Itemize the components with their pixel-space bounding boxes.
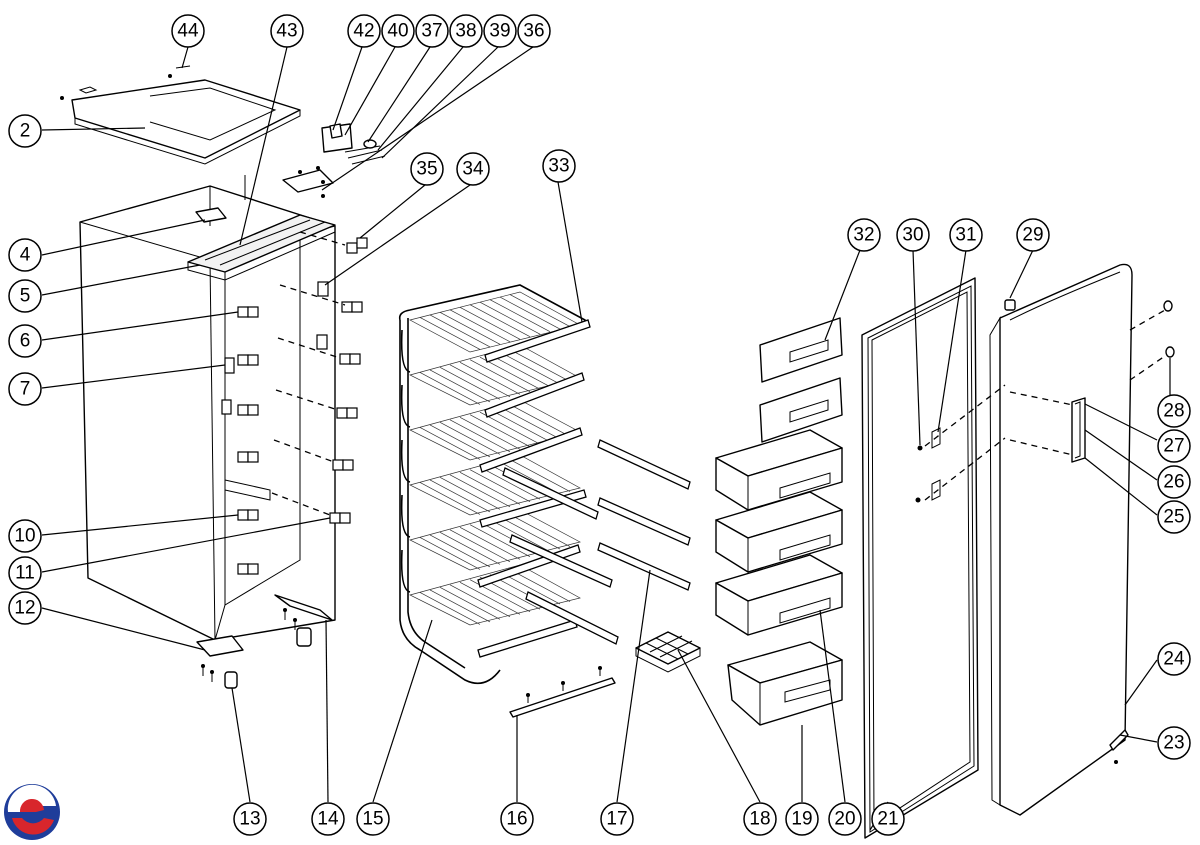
callout-25: 25: [1157, 500, 1191, 534]
callout-27: 27: [1157, 429, 1191, 463]
svg-text:13: 13: [239, 809, 260, 830]
svg-text:7: 7: [20, 379, 31, 400]
svg-text:10: 10: [14, 526, 35, 547]
svg-text:6: 6: [20, 331, 31, 352]
callout-29: 29: [1016, 218, 1050, 252]
callout-35: 35: [410, 152, 444, 186]
evaporator-shelf-rack: [398, 284, 691, 685]
svg-text:37: 37: [421, 21, 442, 42]
top-cover: [60, 65, 301, 165]
svg-text:24: 24: [1163, 649, 1185, 670]
callout-32: 32: [847, 218, 881, 252]
svg-text:42: 42: [353, 21, 374, 42]
svg-text:30: 30: [902, 225, 923, 246]
svg-text:44: 44: [177, 21, 199, 42]
callout-26: 26: [1157, 465, 1191, 499]
callout-16: 16: [500, 802, 534, 836]
svg-text:17: 17: [606, 809, 627, 830]
svg-text:20: 20: [834, 809, 855, 830]
svg-text:28: 28: [1163, 401, 1184, 422]
svg-text:32: 32: [853, 225, 874, 246]
svg-text:25: 25: [1163, 507, 1184, 528]
svg-text:38: 38: [455, 21, 476, 42]
svg-text:16: 16: [506, 809, 527, 830]
door-gasket: [861, 277, 979, 839]
callout-31: 31: [949, 218, 983, 252]
callout-28: 28: [1157, 394, 1191, 428]
callout-5: 5: [8, 279, 42, 313]
svg-text:5: 5: [20, 286, 31, 307]
svg-text:43: 43: [276, 21, 297, 42]
callout-36: 36: [517, 14, 551, 48]
svg-text:4: 4: [20, 245, 31, 266]
callout-2: 2: [8, 114, 42, 148]
bottom-trim-bar: [509, 666, 616, 718]
callout-39: 39: [483, 14, 517, 48]
svg-text:36: 36: [523, 21, 544, 42]
door-assembly-guides: [924, 309, 1166, 501]
callout-21: 21: [871, 802, 905, 836]
svg-text:2: 2: [20, 121, 31, 142]
svg-text:40: 40: [387, 21, 408, 42]
drawers-and-flaps: [715, 317, 843, 726]
svg-text:26: 26: [1163, 472, 1184, 493]
callout-44: 44: [171, 14, 205, 48]
ice-cube-tray: [635, 631, 701, 673]
svg-text:21: 21: [877, 809, 898, 830]
svg-text:27: 27: [1163, 436, 1184, 457]
callout-15: 15: [356, 802, 390, 836]
shelf-clips: [221, 231, 368, 575]
callout-43: 43: [270, 14, 304, 48]
callout-23: 23: [1157, 726, 1191, 760]
callout-20: 20: [828, 802, 862, 836]
svg-text:31: 31: [955, 225, 976, 246]
callout-6: 6: [8, 324, 42, 358]
callout-12: 12: [8, 591, 42, 625]
callout-17: 17: [600, 802, 634, 836]
svg-text:39: 39: [489, 21, 510, 42]
svg-text:35: 35: [416, 159, 437, 180]
svg-text:15: 15: [362, 809, 383, 830]
callout-24: 24: [1157, 642, 1191, 676]
callout-30: 30: [896, 218, 930, 252]
svg-text:19: 19: [791, 809, 812, 830]
svg-text:23: 23: [1163, 733, 1184, 754]
callout-18: 18: [743, 802, 777, 836]
callout-37: 37: [415, 14, 449, 48]
svg-text:33: 33: [548, 156, 569, 177]
callout-34: 34: [456, 152, 490, 186]
callout-40: 40: [381, 14, 415, 48]
callout-33: 33: [542, 149, 576, 183]
bottom-hinge-and-feet: [196, 594, 333, 689]
callout-10: 10: [8, 519, 42, 553]
control-panel: [187, 175, 336, 281]
callout-4: 4: [8, 238, 42, 272]
svg-text:29: 29: [1022, 225, 1043, 246]
callout-7: 7: [8, 372, 42, 406]
callout-42: 42: [347, 14, 381, 48]
callout-38: 38: [449, 14, 483, 48]
leader-lines: [41, 46, 1171, 831]
freezer-door: [989, 263, 1175, 816]
callout-14: 14: [311, 802, 345, 836]
svg-text:34: 34: [462, 159, 484, 180]
svg-text:11: 11: [15, 563, 35, 584]
svg-text:14: 14: [317, 809, 339, 830]
callout-11: 11: [8, 556, 42, 590]
callout-19: 19: [785, 802, 819, 836]
svg-text:12: 12: [14, 598, 35, 619]
svg-text:18: 18: [749, 809, 770, 830]
callout-13: 13: [233, 802, 267, 836]
brand-logo: [4, 784, 60, 840]
top-hinge-bracket: [282, 123, 386, 198]
